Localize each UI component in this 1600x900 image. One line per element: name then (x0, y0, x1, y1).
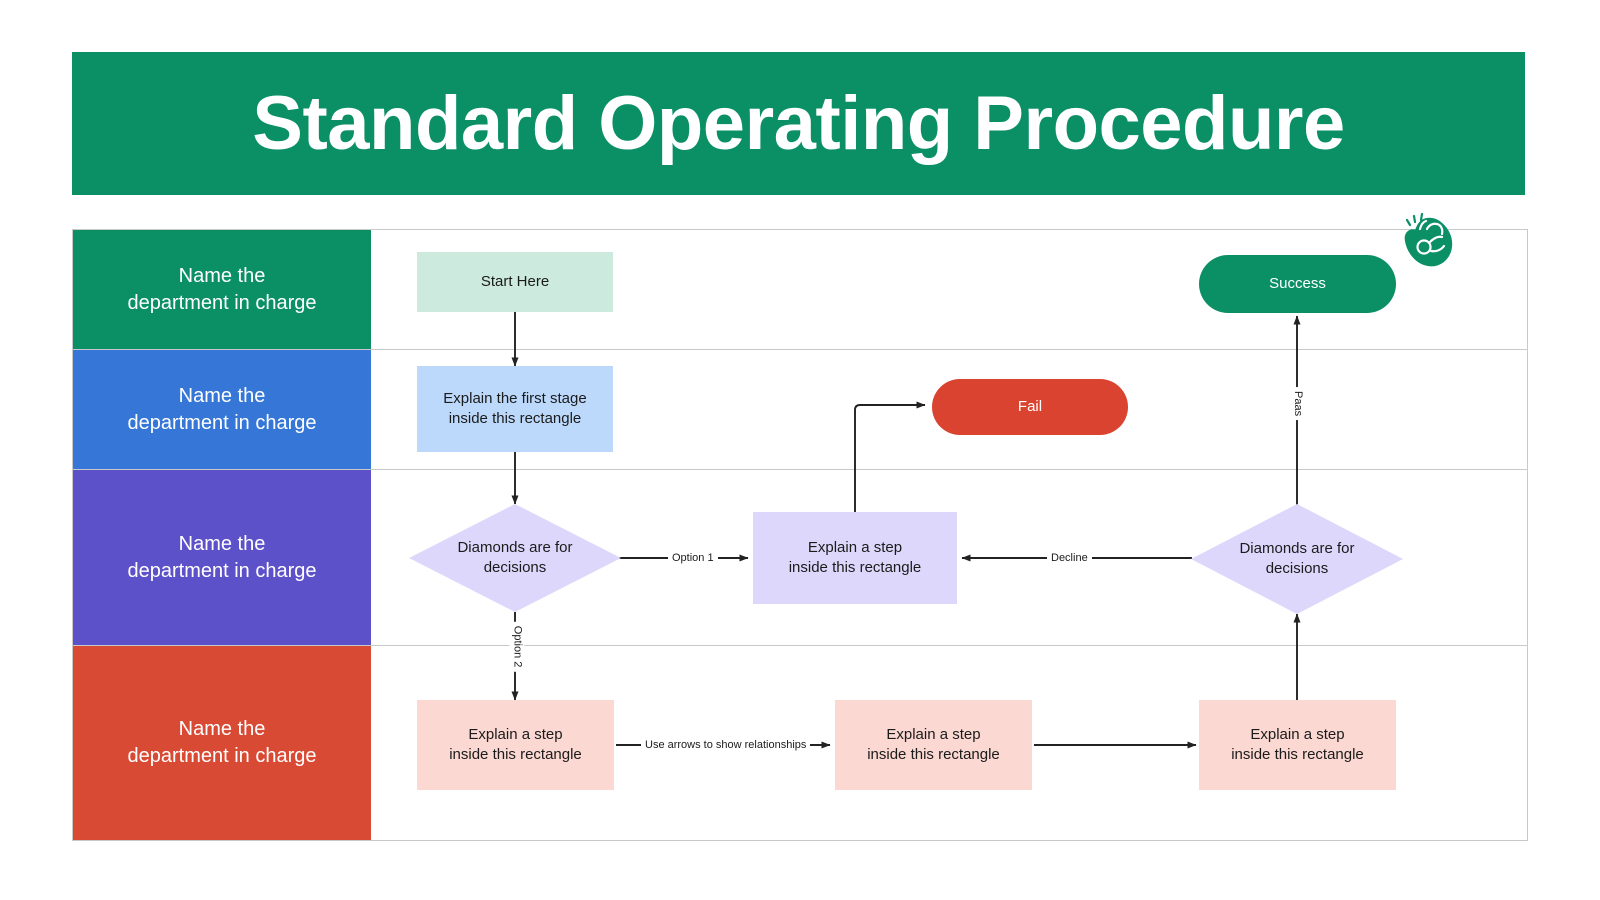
node-fail[interactable]: Fail (932, 379, 1128, 435)
connector-middle-step-to-fail (854, 401, 926, 512)
page-title: Standard Operating Procedure (252, 80, 1345, 166)
node-success[interactable]: Success (1199, 255, 1396, 313)
edge-label-relationships: Use arrows to show relationships (641, 738, 811, 754)
node-start[interactable]: Start Here (417, 252, 613, 312)
diamond-shape-right (1191, 504, 1403, 614)
edge-label-pass: Paas (1289, 387, 1306, 421)
edge-label-option1: Option 1 (668, 551, 718, 567)
edge-label-option2: Option 2 (509, 621, 525, 672)
title-banner: Standard Operating Procedure (72, 52, 1525, 195)
edge-label-decline: Decline (1047, 551, 1092, 567)
diamond-shape-left (409, 504, 621, 612)
ok-hand-icon (1404, 212, 1453, 267)
